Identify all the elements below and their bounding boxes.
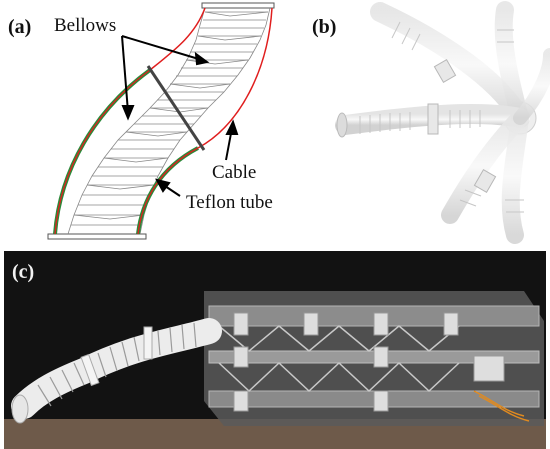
top-end-cap: [201, 2, 275, 9]
cable-left-inner: [54, 69, 151, 235]
panel-c-label: (c): [12, 261, 35, 283]
arm-segment-plate: [473, 169, 497, 193]
teflon-tube-annotation: Teflon tube: [186, 192, 273, 213]
arm-end-plate: [336, 112, 348, 138]
arm-segment-plate: [433, 59, 457, 83]
cable-left: [149, 7, 206, 71]
bellows-arm: [11, 318, 222, 424]
multi-arm-photo: [335, 1, 550, 244]
cable-annotation: Cable: [212, 162, 257, 183]
cable-right-inner: [137, 147, 199, 235]
arm-pleats: [359, 21, 524, 213]
robot-prototype-photo: [4, 291, 546, 449]
panel-a-label: (a): [8, 16, 32, 38]
panel-a-schematic: (a) Bellows Cable Teflon tube: [0, 0, 300, 245]
teflon-tube-left: [53, 68, 152, 235]
panel-b-photo: (b): [300, 0, 550, 245]
arm-set: [335, 1, 550, 244]
bottom-end-cap: [47, 233, 147, 240]
acrylic-frame: [204, 291, 544, 426]
panel-b-label: (b): [312, 16, 337, 38]
cable-right: [197, 7, 273, 149]
arm-segment-plate: [427, 103, 439, 135]
bellows-schematic-drawing: [47, 2, 275, 240]
panel-c-photo: (c): [4, 251, 546, 449]
divider-plate: [146, 65, 206, 151]
bellows-annotation: Bellows: [54, 15, 117, 36]
annotation-arrows: [121, 35, 239, 197]
